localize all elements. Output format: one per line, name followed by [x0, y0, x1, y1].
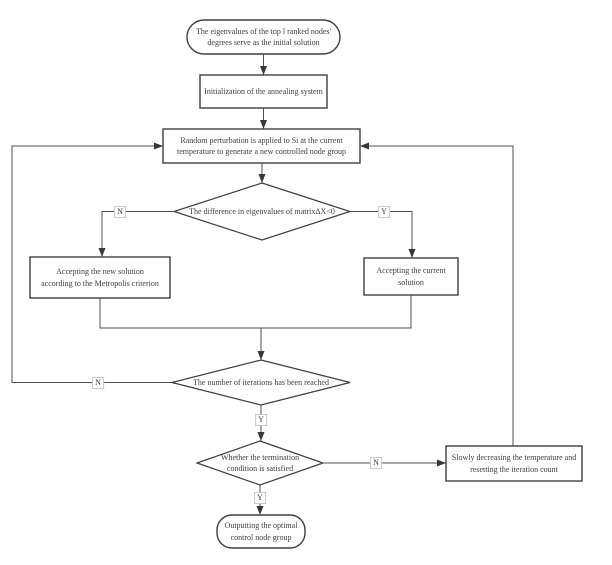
node-accept-current-label: Accepting the current solution: [376, 266, 446, 287]
node-end-label: Outputting the optimal control node grou…: [224, 521, 298, 542]
node-metropolis-label: Accepting the new solution according to …: [41, 267, 159, 288]
node-cooling-label: Slowly decreasing the temperature and re…: [451, 453, 577, 474]
node-decision-eigen-label: The difference in eigenvalues of matrixΔ…: [189, 206, 335, 216]
node-init-label: Initialization of the annealing system: [204, 86, 323, 96]
connector-cooling-loop: [360, 142, 514, 446]
branch-label-termination-yes: Y: [254, 492, 266, 504]
node-perturb-shape: [162, 128, 361, 164]
node-decision-eigen-shape: [172, 182, 352, 241]
node-start-label: The eigenvalues of the top l ranked node…: [196, 26, 331, 47]
node-metropolis-shape: [29, 256, 171, 299]
node-decision-termination-label: Whether the termination condition is sat…: [220, 452, 300, 473]
node-perturb-label: Random perturbation is applied to Si at …: [176, 135, 347, 156]
branch-label-iterations-no: N: [92, 377, 104, 389]
node-decision-iterations-label: The number of iterations has been reache…: [193, 377, 329, 387]
branch-label-termination-no: N: [370, 457, 382, 469]
node-cooling-shape: [445, 445, 583, 482]
branch-label-eigen-no: N: [114, 206, 126, 218]
branch-label-eigen-yes: Y: [378, 206, 390, 218]
node-end-shape: [216, 514, 306, 549]
connector-merge-line: [99, 295, 412, 329]
node-init-shape: [199, 74, 328, 109]
connector-eigen-no-metropolis: [98, 211, 174, 257]
branch-label-iterations-yes: Y: [255, 414, 267, 426]
connector-iterations-no-loop: [11, 142, 172, 383]
connector-eigen-yes-current: [350, 211, 416, 258]
